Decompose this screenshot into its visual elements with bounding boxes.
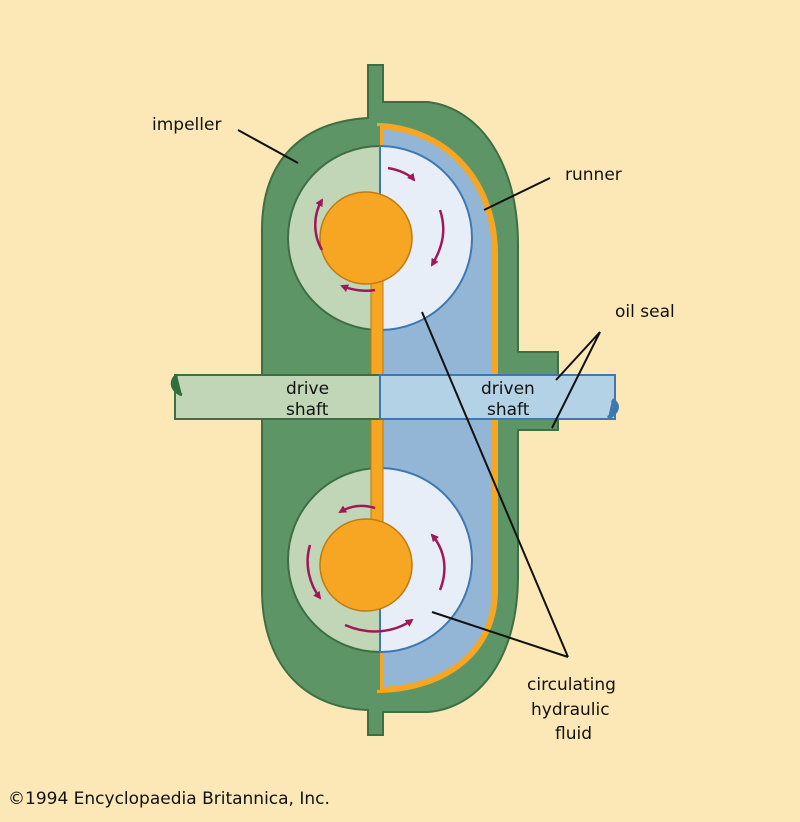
label-impeller: impeller bbox=[152, 115, 221, 135]
label-oil-seal: oil seal bbox=[615, 302, 675, 322]
label-driven-shaft-line2: shaft bbox=[487, 400, 530, 420]
runner-cavity-upper bbox=[379, 144, 473, 332]
label-fluid-line2: hydraulic bbox=[531, 700, 610, 720]
leader-fluid-2 bbox=[431, 611, 569, 658]
label-driven-shaft-line1: driven bbox=[481, 379, 535, 399]
drive-shaft bbox=[174, 374, 381, 420]
drive-shaft-end bbox=[170, 373, 183, 397]
leader-lines bbox=[237, 129, 601, 658]
label-drive-shaft-line1: drive bbox=[286, 379, 329, 399]
label-drive-shaft-line2: shaft bbox=[286, 400, 329, 420]
runner-cavity-lower bbox=[379, 466, 473, 654]
label-fluid-line3: fluid bbox=[555, 724, 592, 744]
copyright-text: ©1994 Encyclopaedia Britannica, Inc. bbox=[8, 789, 330, 809]
leader-oil-seal-1 bbox=[555, 331, 601, 381]
leader-impeller bbox=[237, 129, 299, 164]
circulation-arrows-upper bbox=[314, 166, 445, 293]
driven-shaft-end bbox=[606, 398, 619, 420]
leader-fluid-1 bbox=[421, 311, 569, 658]
core-lower bbox=[319, 518, 413, 612]
leader-oil-seal-2 bbox=[551, 331, 601, 429]
label-runner: runner bbox=[565, 165, 622, 185]
leader-runner bbox=[483, 177, 551, 211]
core-upper bbox=[319, 191, 413, 285]
label-fluid-line1: circulating bbox=[527, 675, 616, 695]
circulation-arrows-lower bbox=[306, 504, 446, 633]
